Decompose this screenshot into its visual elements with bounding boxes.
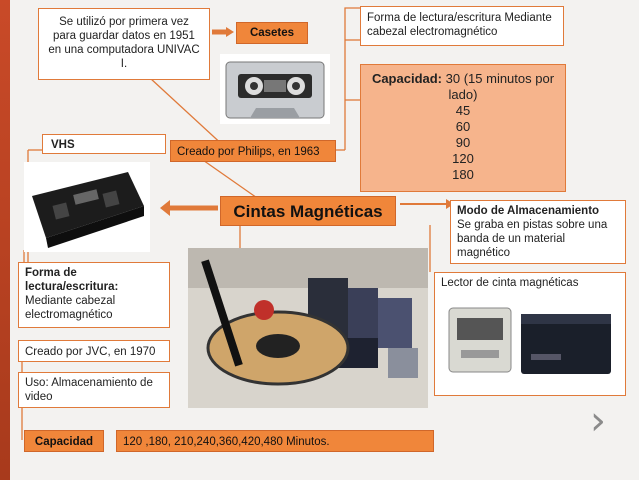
capacidad-value: 120 [452, 151, 474, 166]
forma-top-box: Forma de lectura/escritura Mediante cabe… [360, 6, 564, 46]
capacidad-value: 90 [455, 135, 471, 150]
casetes-label: Casetes [236, 22, 308, 44]
left-accent-bar [0, 0, 10, 480]
arrow-vhs-head [160, 200, 170, 216]
lector-box: Lector de cinta magnéticas [434, 272, 626, 396]
lector-title: Lector de cinta magnéticas [441, 277, 579, 289]
forma-left-title: Forma de lectura/escritura: [25, 267, 119, 293]
line-history-philips [149, 77, 227, 149]
main-title: Cintas Magnéticas [220, 196, 396, 226]
capacidad-value: 60 [455, 119, 471, 134]
capacidad-box: Capacidad: 30 (15 minutos por lado) 45 6… [360, 64, 566, 192]
tapes-photo [188, 248, 428, 408]
history-box: Se utilizó por primera vez para guardar … [38, 8, 210, 80]
capacidad-vhs-label: Capacidad [24, 430, 104, 452]
line-philips-main [199, 157, 261, 201]
capacidad-value: 180 [452, 167, 474, 182]
philips-box: Creado por Philips, en 1963 [170, 140, 336, 162]
capacidad-value: 45 [455, 103, 471, 118]
capacidad-heading: Capacidad: 30 (15 minutos por lado) [369, 71, 557, 103]
cassette-photo [220, 54, 330, 124]
lector-photo [448, 307, 611, 374]
history-text: Se utilizó por primera vez para guardar … [48, 16, 200, 70]
modo-title: Modo de Almacenamiento [457, 205, 600, 217]
jvc-box: Creado por JVC, en 1970 [18, 340, 170, 362]
modo-text: Se graba en pistas sobre una banda de un… [457, 219, 608, 259]
chevron-right-icon[interactable]: › [590, 398, 606, 444]
capacidad-title: Capacidad: [371, 71, 443, 86]
capacidad-first: 30 (15 minutos por lado) [445, 71, 555, 102]
vhs-label: VHS [42, 134, 166, 154]
line-bracket-top [344, 7, 360, 150]
capacidad-vhs-values: 120 ,180, 210,240,360,420,480 Minutos. [116, 430, 434, 452]
forma-top-text: Forma de lectura/escritura Mediante cabe… [367, 12, 552, 38]
uso-box: Uso: Almacenamiento de video [18, 372, 170, 408]
modo-box: Modo de Almacenamiento Se graba en pista… [450, 200, 626, 264]
vhs-photo [24, 162, 150, 252]
forma-left-box: Forma de lectura/escritura: Mediante cab… [18, 262, 170, 328]
forma-left-text: Mediante cabezal electromagnético [25, 295, 116, 321]
